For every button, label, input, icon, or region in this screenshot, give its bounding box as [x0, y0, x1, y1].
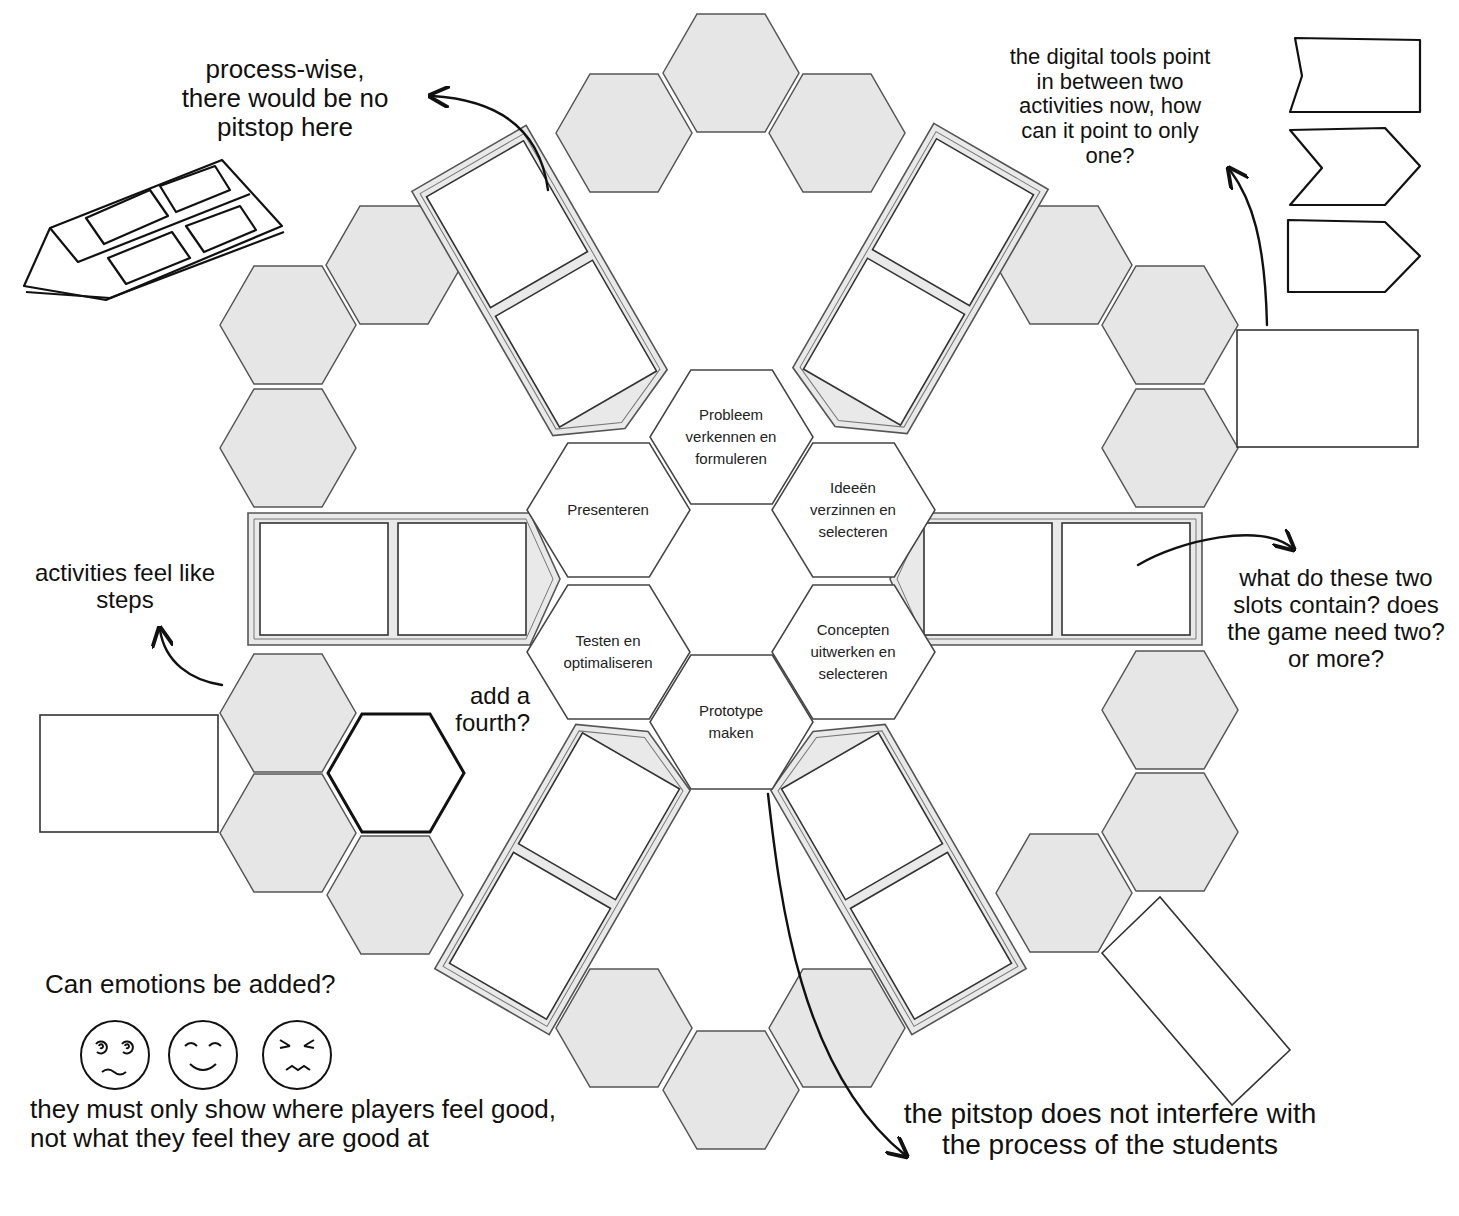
activity-hex: Ideeën verzinnen en selecteren — [772, 443, 935, 577]
handwritten-note: they must only show where players feel g… — [30, 1095, 590, 1153]
handwritten-note: the digital tools point in between two a… — [1005, 45, 1215, 168]
track-hex — [663, 14, 799, 132]
handwritten-note: the pitstop does not interfere with the … — [900, 1098, 1320, 1161]
digital-tool-slots — [40, 330, 1418, 1105]
activity-label: Testen en optimaliseren — [554, 630, 663, 674]
track-hex — [663, 1031, 799, 1149]
stylus-outline — [24, 160, 282, 300]
stylus-fold — [50, 194, 250, 262]
track-hex — [1102, 773, 1238, 891]
handwritten-note: activities feel like steps — [10, 560, 240, 614]
handwritten-note: what do these two slots contain? does th… — [1222, 565, 1450, 673]
track-hex — [220, 774, 356, 892]
stylus-slot — [86, 190, 168, 244]
activity-hex: Prototype maken — [650, 655, 813, 789]
activity-label: Concepten uitwerken en selecteren — [799, 619, 908, 684]
handwritten-note: process-wise, there would be no pitstop … — [180, 55, 390, 142]
leader-arrow — [160, 630, 222, 685]
track-hex — [1102, 651, 1238, 769]
stylus-sketch — [24, 160, 284, 300]
happy-features — [185, 1043, 221, 1070]
activity-label: Presenteren — [554, 499, 663, 521]
stylus-slot — [160, 166, 230, 212]
pitstop-panel — [778, 123, 1048, 459]
activity-label: Ideeën verzinnen en selecteren — [799, 477, 908, 542]
leader-arrow — [768, 794, 905, 1155]
hex-shape — [527, 443, 690, 577]
activity-hex: Presenteren — [527, 443, 690, 577]
hex-shape — [650, 655, 813, 789]
track-hex — [769, 74, 905, 192]
handwritten-note: add a fourth? — [430, 683, 530, 737]
outer-hex-track — [220, 14, 1238, 1149]
pitstop-panel — [412, 125, 682, 461]
stylus-edge — [26, 232, 284, 298]
track-hex — [556, 74, 692, 192]
activity-label: Prototype maken — [677, 700, 786, 744]
track-hex — [1102, 389, 1238, 507]
proposed-hex — [328, 714, 464, 832]
handwritten-note: Can emotions be added? — [45, 970, 425, 999]
tool-shape-options — [1288, 38, 1420, 292]
pitstop-panels — [248, 123, 1202, 1034]
tool-slot — [1237, 330, 1418, 447]
track-hex — [220, 654, 356, 772]
pitstop-panel — [435, 698, 705, 1034]
flag-shape — [1290, 38, 1420, 112]
leader-arrow — [1230, 170, 1267, 325]
dizzy-face — [81, 1021, 149, 1089]
track-hex — [327, 836, 463, 954]
leader-arrow — [1138, 535, 1292, 565]
pitstop-panel — [248, 513, 560, 645]
track-hex — [220, 266, 356, 384]
tool-slot — [40, 715, 218, 832]
stylus-slot — [108, 232, 190, 284]
angry-face — [263, 1021, 331, 1089]
dizzy-features — [96, 1041, 133, 1074]
happy-face — [169, 1021, 237, 1089]
chevron-shape — [1290, 128, 1420, 205]
stylus-slot — [186, 206, 256, 252]
track-hex — [220, 389, 356, 507]
emotion-faces — [81, 1021, 331, 1089]
pitstop-panel — [890, 513, 1202, 645]
angry-features — [280, 1040, 314, 1070]
track-hex — [1102, 266, 1238, 384]
arrow-shape — [1288, 220, 1420, 292]
leader-arrow — [432, 96, 548, 190]
activity-label: Probleem verkennen en formuleren — [677, 404, 786, 469]
tool-slot — [1102, 897, 1290, 1105]
track-hex — [996, 834, 1132, 952]
hex-shape — [772, 443, 935, 577]
hex-outline — [650, 655, 813, 789]
